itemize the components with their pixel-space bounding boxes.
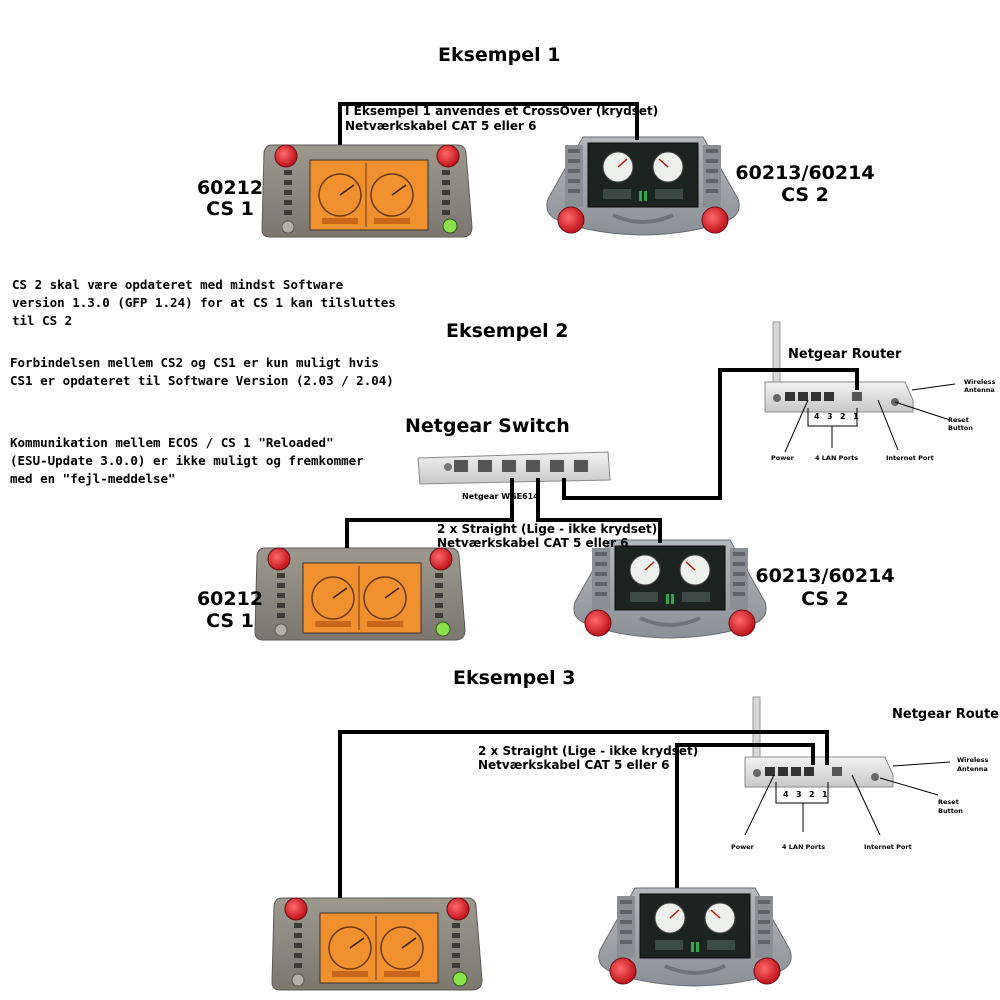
cs1-label: CS 1: [206, 198, 254, 220]
note-line: (ESU-Update 3.0.0) er ikke muligt og fre…: [10, 453, 364, 468]
switch-cs2-cable: [536, 478, 662, 543]
cs1-device: [271, 897, 483, 991]
cs2-device: [596, 886, 794, 988]
router-cs2-cable: [675, 743, 815, 888]
example-1-title: Eksempel 1: [438, 44, 561, 66]
cable-type-label: Netværkskabel CAT 5 eller 6: [437, 536, 629, 550]
wireless-antenna-label: Wireless: [964, 378, 996, 386]
port-number: 4: [814, 412, 820, 421]
port-number: 1: [853, 412, 859, 421]
router-callouts: [744, 761, 951, 836]
port-number: 2: [840, 412, 846, 421]
note-line: Forbindelsen mellem CS2 og CS1 er kun mu…: [10, 355, 379, 370]
note-line: CS 2 skal være opdateret med mindst Soft…: [12, 277, 344, 292]
router-callouts: [784, 383, 956, 453]
reset-button-label: Button: [938, 807, 963, 815]
cs2-model-number: 60213/60214: [735, 162, 875, 184]
example-2-title: Eksempel 2: [446, 320, 569, 342]
port-number: 3: [827, 412, 833, 421]
wireless-antenna-label: Antenna: [957, 765, 988, 773]
wireless-antenna-label: Wireless: [957, 756, 989, 764]
power-label: Power: [731, 843, 754, 851]
reset-button-label: Reset: [948, 416, 969, 424]
crossover-cable: [338, 102, 639, 145]
port-number: 3: [796, 790, 802, 799]
cs1-model-number: 60212: [196, 177, 264, 199]
port-number: 1: [822, 790, 828, 799]
cs2-device: [544, 135, 742, 237]
internet-port-label: Internet Port: [864, 843, 912, 851]
port-number: 2: [809, 790, 815, 799]
cs1-model-number: 60212: [196, 588, 264, 610]
reset-button-label: Reset: [938, 798, 959, 806]
router-title: Netgear Router: [892, 707, 1000, 722]
cs2-device: [571, 538, 769, 640]
port-number: 4: [783, 790, 789, 799]
switch-model-label: Netgear WGE614: [462, 492, 539, 501]
cable-type-label: Netværkskabel CAT 5 eller 6: [345, 119, 537, 133]
cs1-device: [261, 144, 473, 238]
netgear-router: [744, 696, 894, 788]
wireless-antenna-label: Antenna: [964, 386, 995, 394]
example-3-title: Eksempel 3: [453, 667, 576, 689]
cs1-device: [254, 547, 466, 641]
lan-ports-label: 4 LAN Ports: [782, 843, 826, 851]
note-line: CS1 er opdateret til Software Version (2…: [10, 373, 394, 388]
router-title: Netgear Router: [788, 347, 902, 362]
note-line: Kommunikation mellem ECOS / CS 1 "Reload…: [10, 435, 334, 450]
netgear-router: [764, 321, 914, 413]
power-label: Power: [771, 454, 794, 462]
straight-cable-label: 2 x Straight (Lige - ikke krydset): [478, 744, 699, 758]
lan-ports-label: 4 LAN Ports: [815, 454, 859, 462]
cs2-label: CS 2: [801, 588, 849, 610]
cs2-model-number: 60213/60214: [755, 565, 895, 587]
router-cs1-cable: [338, 730, 829, 898]
internet-port-label: Internet Port: [886, 454, 934, 462]
crossover-cable-label: I Eksempel 1 anvendes et CrossOver (kryd…: [345, 104, 659, 118]
cable-type-label: Netværkskabel CAT 5 eller 6: [478, 758, 670, 772]
reset-button-label: Button: [948, 424, 973, 432]
cs1-label: CS 1: [206, 610, 254, 632]
switch-title: Netgear Switch: [405, 415, 570, 437]
note-line: til CS 2: [12, 313, 73, 328]
switch-router-cable: [562, 368, 859, 500]
note-line: version 1.3.0 (GFP 1.24) for at CS 1 kan…: [12, 295, 396, 310]
straight-cable-label: 2 x Straight (Lige - ikke krydset): [437, 522, 658, 536]
switch-cs1-cable: [345, 478, 514, 548]
note-line: med en "fejl-meddelse": [10, 471, 176, 486]
cs2-label: CS 2: [781, 184, 829, 206]
